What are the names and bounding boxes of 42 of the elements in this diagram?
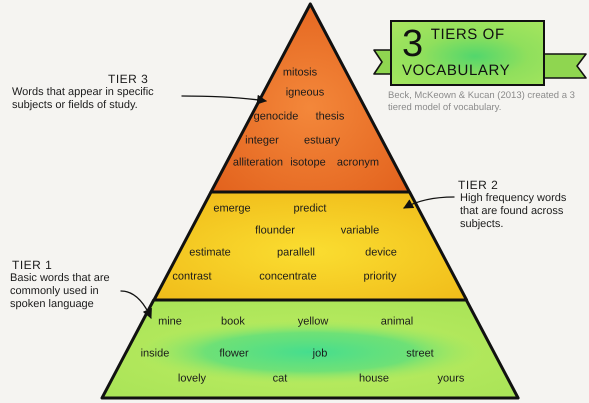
vocabulary-word: job bbox=[312, 348, 328, 360]
tier-description: Basic words that are commonly used in spoken language bbox=[10, 272, 111, 311]
tier-description: Words that appear in specific subjects or fields of study. bbox=[12, 86, 155, 112]
pyramid-bottom-tier bbox=[98, 297, 522, 401]
vocabulary-word: emerge bbox=[213, 202, 251, 216]
vocabulary-word: device bbox=[365, 246, 397, 260]
tier-heading: TIER 1 bbox=[12, 258, 52, 272]
vocabulary-word: variable bbox=[340, 224, 380, 238]
vocabulary-word: integer bbox=[245, 134, 279, 148]
leader-arrow bbox=[403, 196, 455, 209]
tier-heading: TIER 3 bbox=[108, 72, 148, 86]
vocabulary-word: contrast bbox=[172, 270, 212, 284]
vocabulary-word: animal bbox=[380, 316, 414, 328]
vocabulary-word: igneous bbox=[286, 86, 324, 100]
vocabulary-word: mine bbox=[158, 316, 182, 328]
vocabulary-word: thesis bbox=[316, 110, 344, 124]
vocabulary-word: book bbox=[221, 316, 245, 328]
vocabulary-word: lovely bbox=[178, 372, 206, 386]
vocabulary-word: estimate bbox=[189, 246, 231, 260]
vocabulary-word: concentrate bbox=[259, 270, 317, 284]
vocabulary-word: yellow bbox=[298, 316, 328, 328]
vocabulary-word: flower bbox=[219, 348, 249, 360]
vocabulary-word: isotope bbox=[290, 156, 326, 170]
vocabulary-word: inside bbox=[140, 348, 170, 360]
vocabulary-word: street bbox=[406, 348, 434, 360]
vocabulary-word: acronym bbox=[336, 156, 380, 170]
vocabulary-word: alliteration bbox=[232, 156, 284, 170]
tier-description: High frequency words that are found across subjects. bbox=[460, 192, 568, 231]
citation-note: Beck, McKeown & Kucan (2013) created a 3 tiered model of vocabulary. bbox=[388, 90, 576, 114]
tier-heading: TIER 2 bbox=[458, 178, 498, 192]
vocabulary-word: cat bbox=[272, 372, 288, 386]
vocabulary-word: predict bbox=[293, 202, 326, 216]
vocabulary-word: flounder bbox=[255, 224, 295, 238]
leader-arrow bbox=[120, 290, 152, 319]
vocabulary-word: priority bbox=[363, 270, 396, 284]
vocabulary-word: genocide bbox=[254, 110, 298, 124]
vocabulary-word: mitosis bbox=[282, 66, 318, 80]
vocabulary-word: parallell bbox=[277, 246, 315, 260]
leader-arrow bbox=[181, 94, 267, 105]
vocabulary-word: estuary bbox=[304, 134, 340, 148]
vocabulary-word: house bbox=[359, 372, 389, 386]
vocabulary-word: yours bbox=[438, 372, 464, 386]
